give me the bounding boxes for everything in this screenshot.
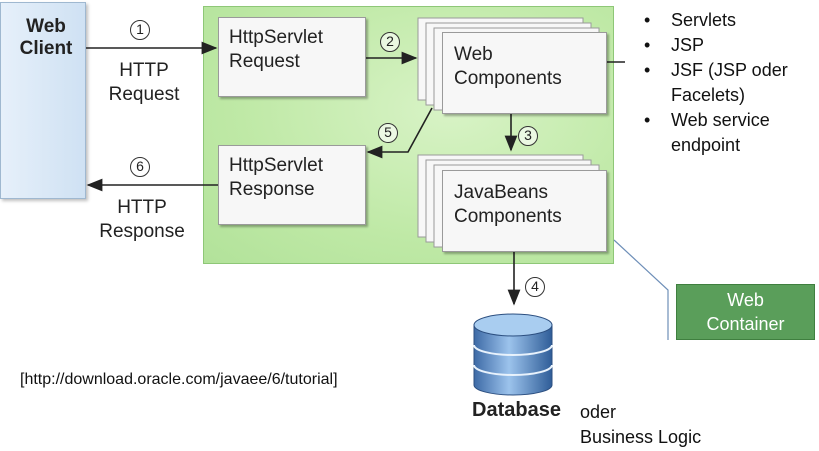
http-request-label: HTTP Request	[88, 59, 200, 107]
http-request-line2: Request	[108, 84, 180, 105]
web-component-types-list: Servlets JSP JSF (JSP oder Facelets) Web…	[640, 8, 818, 158]
step-5-badge: 5	[378, 123, 398, 143]
servlet-request-box: HttpServlet Request	[218, 17, 366, 97]
web-container-line2: Container	[706, 314, 785, 334]
servlet-request-line1: HttpServlet	[229, 27, 323, 48]
database-alt-line2: Business Logic	[580, 427, 702, 447]
http-response-line2: Response	[99, 221, 185, 242]
http-response-line1: HTTP	[117, 197, 167, 218]
servlet-response-line1: HttpServlet	[229, 155, 323, 176]
javabeans-components-line1: JavaBeans	[454, 182, 549, 203]
javabeans-components-line2: Components	[454, 206, 562, 227]
step-6-badge: 6	[130, 157, 150, 177]
database-icon	[473, 313, 553, 396]
step-1-badge: 1	[130, 20, 150, 40]
step-4-badge: 4	[525, 277, 545, 297]
database-label: Database	[472, 399, 561, 421]
step-2-badge: 2	[380, 32, 400, 52]
web-components-line2: Components	[454, 68, 562, 89]
leader-line-web-container	[613, 239, 669, 340]
step-3-badge: 3	[518, 126, 538, 146]
http-response-label: HTTP Response	[86, 196, 198, 244]
list-item: Web service endpoint	[640, 108, 818, 158]
web-components-line1: Web	[454, 44, 493, 65]
javabeans-components-box: JavaBeans Components	[442, 170, 607, 252]
servlet-request-line2: Request	[229, 51, 300, 72]
database-alternative: oder Business Logic	[580, 400, 701, 450]
http-request-line1: HTTP	[119, 60, 169, 81]
servlet-response-line2: Response	[229, 179, 315, 200]
list-item: Servlets	[640, 8, 818, 33]
source-reference: [http://download.oracle.com/javaee/6/tut…	[20, 371, 338, 388]
web-components-box: Web Components	[442, 32, 607, 114]
servlet-response-box: HttpServlet Response	[218, 145, 366, 225]
list-item: JSP	[640, 33, 818, 58]
database-alt-line1: oder	[580, 402, 617, 422]
web-client-label-line1: Web	[26, 16, 66, 37]
web-client-label-line2: Client	[19, 38, 73, 59]
arrow-to-servlet-response	[366, 107, 433, 159]
web-container-label-box: Web Container	[676, 284, 815, 340]
list-item: JSF (JSP oder Facelets)	[640, 58, 818, 108]
web-client-label: Web Client	[4, 16, 88, 60]
web-client-box	[0, 2, 86, 199]
web-container-line1: Web	[727, 290, 764, 310]
